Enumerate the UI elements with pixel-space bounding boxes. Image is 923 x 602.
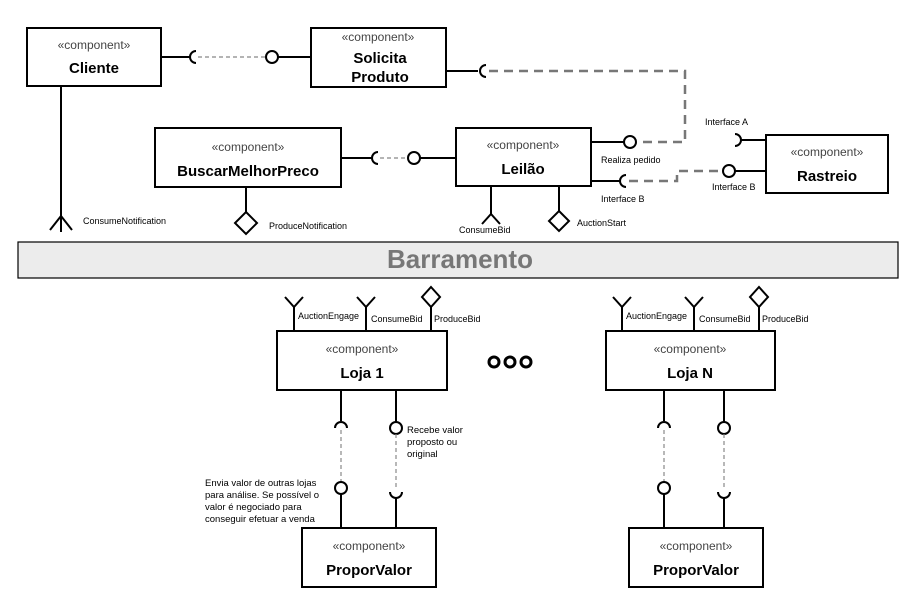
solicita-stereotype: «component» [342,30,415,44]
rastreio-interface-b-ball [722,164,736,178]
consume-notification-label: ConsumeNotification [83,216,166,226]
bus-bar [17,241,899,279]
auction-start-diamond-icon [547,209,571,233]
proporN-right-socket [717,491,731,499]
interface-a-label: Interface A [705,117,748,127]
envia-note-line3: valor é negociado para [205,502,302,513]
rastreio-stereotype: «component» [791,145,864,159]
lojaN-name: Loja N [667,365,713,382]
ellipsis-dot-3 [519,355,533,369]
realiza-pedido-label: Realiza pedido [601,155,661,165]
solicita-name-line2: Produto [351,69,409,86]
lojaN-producebid-label: ProduceBid [762,314,809,324]
loja1-component[interactable] [276,330,448,391]
lojaN-consumebid-label: ConsumeBid [699,314,751,324]
bus-label: Barramento [387,244,533,274]
buscar-required-socket [371,151,379,165]
leilao-component[interactable] [455,127,592,187]
propor1-stereotype: «component» [333,539,406,553]
propor1-component[interactable] [301,527,437,588]
lojaN-consumebid-fork-icon [684,296,704,309]
recebe-note-line1: Recebe valor [407,425,463,436]
solicita-name-line1: Solicita [353,50,407,67]
produce-notification-label: ProduceNotification [269,221,347,231]
buscar-stereotype: «component» [212,140,285,154]
loja1-auctionengage-fork-icon [284,296,304,309]
envia-note-line4: conseguir efetuar a venda [205,514,316,525]
rastreio-interface-b-label: Interface B [712,182,756,192]
recebe-note-line2: proposto ou [407,437,457,448]
loja1-auctionengage-label: AuctionEngage [298,311,359,321]
solicita-required-socket [479,64,487,78]
solicita-produto-component[interactable] [310,27,447,88]
proporN-stereotype: «component» [660,539,733,553]
proporN-name: ProporValor [653,562,739,579]
leilao-rastreio-dependency [629,169,722,183]
solicita-provided-ball [265,50,279,64]
propor1-name: ProporValor [326,562,412,579]
buscar-name: BuscarMelhorPreco [177,163,319,180]
cliente-required-socket [189,50,197,64]
leilao-stereotype: «component» [487,138,560,152]
leilao-consumebid-fork-icon [481,212,501,225]
interface-b-socket [619,174,627,188]
leilao-provided-ball [407,151,421,165]
lojaN-component[interactable] [605,330,776,391]
rastreio-component[interactable] [765,134,889,194]
lojaN-stereotype: «component» [654,342,727,356]
loja1-left-socket [334,421,348,429]
propor1-right-socket [389,491,403,499]
auction-start-label: AuctionStart [577,218,627,228]
lojaN-left-socket [657,421,671,429]
leilao-name: Leilão [501,161,544,178]
loja1-consumebid-fork-icon [356,296,376,309]
propor1-left-ball [334,481,348,495]
ellipsis-dot-2 [503,355,517,369]
envia-note-line1: Envia valor de outras lojas [205,478,317,489]
cliente-stereotype: «component» [58,38,131,52]
solicita-leilao-dependency [489,69,687,144]
leilao-consumebid-label: ConsumeBid [459,225,511,235]
lojaN-producebid-diamond-icon [748,285,770,309]
lojaN-auctionengage-label: AuctionEngage [626,311,687,321]
loja1-stereotype: «component» [326,342,399,356]
buscar-melhor-preco-component[interactable] [154,127,342,188]
proporN-component[interactable] [628,527,764,588]
interface-a-socket [734,133,742,147]
lojaN-right-ball [717,421,731,435]
ellipsis-dot-1 [487,355,501,369]
proporN-left-ball [657,481,671,495]
cliente-component[interactable] [26,27,162,87]
loja1-producebid-label: ProduceBid [434,314,481,324]
realiza-pedido-ball [623,135,637,149]
cliente-name: Cliente [69,60,119,77]
envia-note-line2: para análise. Se possível o [205,490,319,501]
lojaN-auctionengage-fork-icon [612,296,632,309]
loja1-right-ball [389,421,403,435]
loja1-consumebid-label: ConsumeBid [371,314,423,324]
loja1-producebid-diamond-icon [420,285,442,309]
loja1-name: Loja 1 [340,365,383,382]
rastreio-name: Rastreio [797,168,857,185]
recebe-note-line3: original [407,449,438,460]
interface-b-label: Interface B [601,194,645,204]
produce-notification-diamond-icon [233,210,259,236]
